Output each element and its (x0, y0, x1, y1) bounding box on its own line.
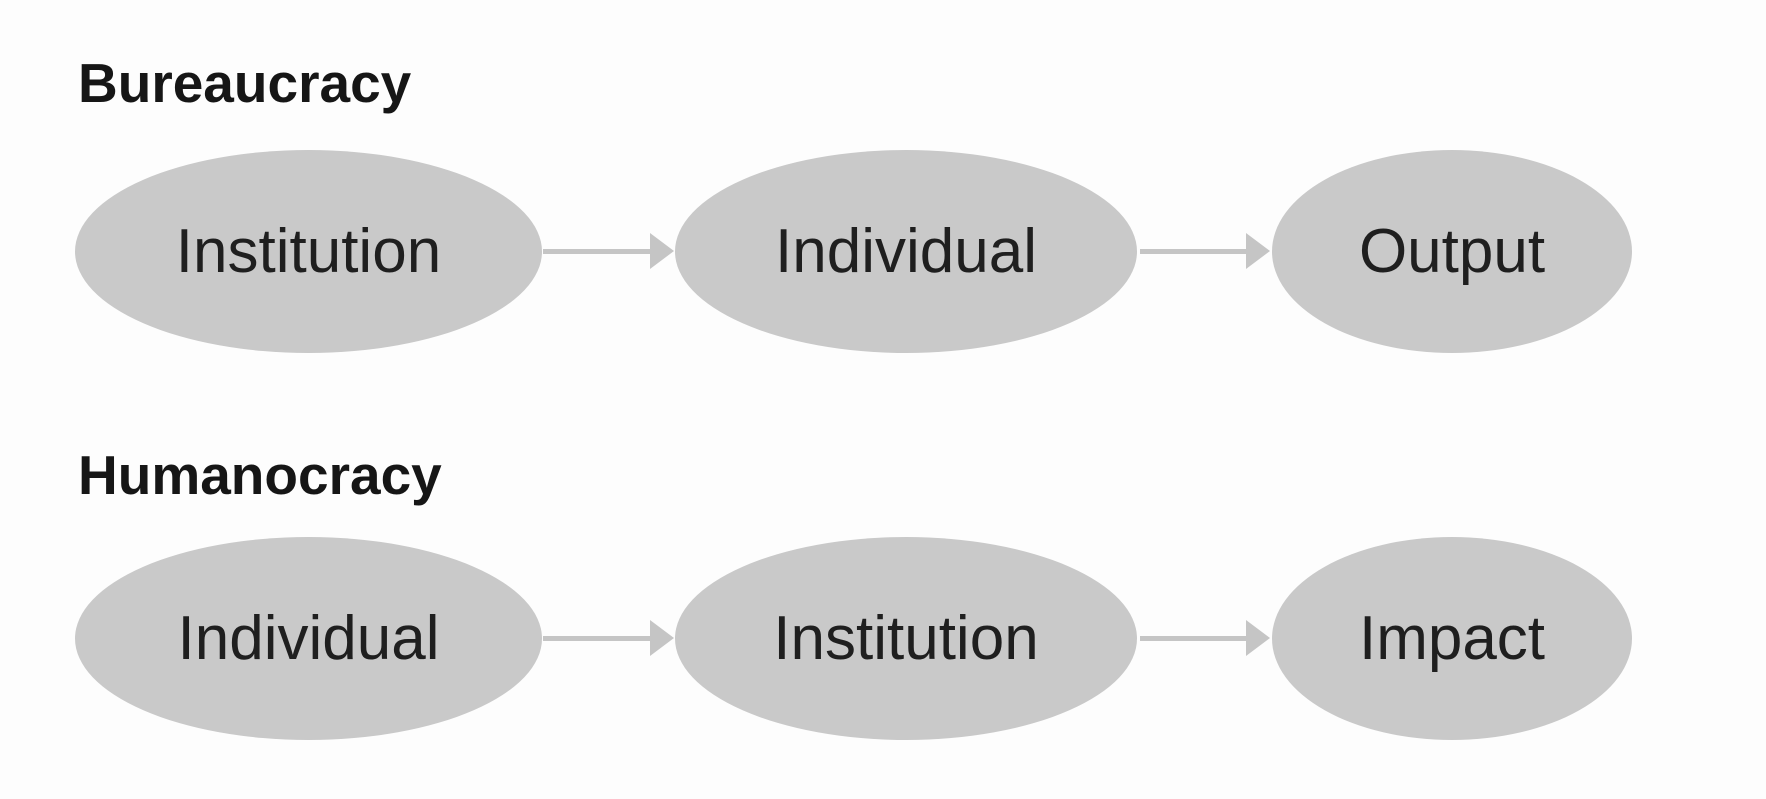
node-bureaucracy-institution: Institution (75, 150, 542, 353)
arrow-right-icon (1140, 233, 1270, 270)
node-label: Institution (773, 604, 1039, 673)
node-bureaucracy-individual: Individual (675, 150, 1137, 353)
arrow-head (1246, 233, 1270, 269)
arrow-right-icon (543, 233, 674, 270)
node-bureaucracy-output: Output (1272, 150, 1632, 353)
humanocracy-title: Humanocracy (78, 444, 442, 506)
arrow-shaft (1140, 249, 1246, 254)
arrow-shaft (543, 636, 650, 641)
node-humanocracy-institution: Institution (675, 537, 1137, 740)
arrow-head (650, 233, 674, 269)
arrow-shaft (1140, 636, 1246, 641)
node-humanocracy-individual: Individual (75, 537, 542, 740)
node-label: Output (1358, 217, 1546, 286)
node-humanocracy-impact: Impact (1272, 537, 1632, 740)
arrow-right-icon (543, 620, 674, 657)
arrow-right-icon (1140, 620, 1270, 657)
node-label: Individual (177, 604, 440, 673)
node-label: Impact (1358, 604, 1546, 673)
node-label: Institution (175, 217, 442, 286)
node-label: Individual (775, 217, 1037, 286)
arrow-shaft (543, 249, 650, 254)
arrow-head (650, 620, 674, 656)
bureaucracy-title: Bureaucracy (78, 52, 412, 114)
arrow-head (1246, 620, 1270, 656)
